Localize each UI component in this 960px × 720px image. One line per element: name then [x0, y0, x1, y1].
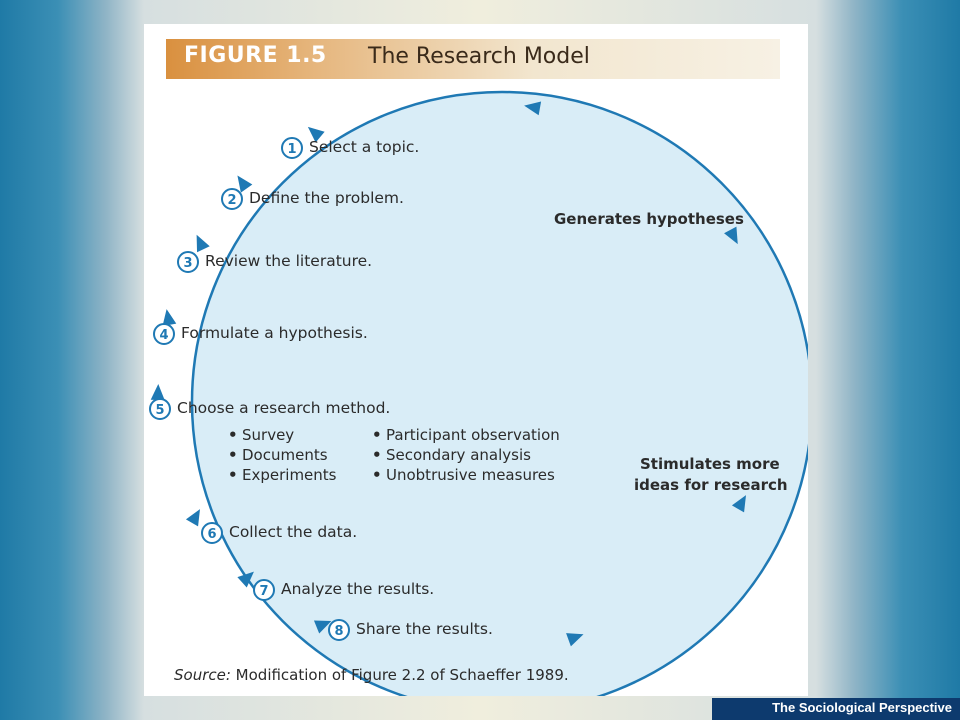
- bullet-icon: •: [228, 466, 238, 484]
- cycle-arrowhead-icon: [150, 384, 165, 401]
- research-cycle-circle: [190, 90, 808, 696]
- footer-bar: The Sociological Perspective: [712, 698, 960, 720]
- step-7-number: 7: [259, 584, 268, 599]
- step-4-number-circle: [153, 323, 175, 345]
- figure-number: FIGURE 1.5: [184, 43, 327, 68]
- method-item: •Participant observation: [372, 426, 560, 444]
- step-2-number: 2: [227, 193, 236, 208]
- method-item: •Secondary analysis: [372, 446, 531, 464]
- cycle-arrowhead-icon: [237, 571, 254, 588]
- step-7-label: Analyze the results.: [281, 580, 435, 598]
- step-6-label: Collect the data.: [229, 523, 358, 541]
- cycle-arrowhead-icon: [313, 620, 332, 634]
- bullet-icon: •: [228, 426, 238, 444]
- figure-title: The Research Model: [368, 44, 590, 69]
- cycle-arrowhead-icon: [566, 633, 584, 647]
- cycle-arrowhead-icon: [185, 509, 200, 527]
- step-3-number-circle: [177, 251, 199, 273]
- stimulates-ideas-label-line2: ideas for research: [634, 476, 788, 494]
- step-4-number: 4: [159, 328, 168, 343]
- step-8-number-circle: [328, 619, 350, 641]
- bullet-icon: •: [372, 426, 382, 444]
- source-note: Source: Modification of Figure 2.2 of Sc…: [174, 666, 569, 684]
- research-cycle-diagram: 1 2 3 4 5 6 7 8: [149, 90, 808, 696]
- cycle-arrowhead-icon: [724, 226, 738, 245]
- cycle-arrowhead-icon: [731, 495, 746, 513]
- step-5-label: Choose a research method.: [177, 399, 391, 417]
- cycle-arrowhead-icon: [524, 101, 542, 116]
- step-1-number-circle: [281, 137, 303, 159]
- methods-left-list: •Survey •Documents •Experiments: [228, 425, 336, 485]
- step-3-label: Review the literature.: [205, 252, 373, 270]
- step-1-number: 1: [287, 142, 296, 157]
- step-6-number: 6: [207, 527, 216, 542]
- step-7-number-circle: [253, 579, 275, 601]
- step-number-circles: 1 2 3 4 5 6 7 8: [149, 137, 350, 641]
- step-6-number-circle: [201, 522, 223, 544]
- step-5-number-circle: [149, 398, 171, 420]
- step-8-label: Share the results.: [356, 620, 493, 638]
- step-4-label: Formulate a hypothesis.: [181, 324, 368, 342]
- step-1-label: Select a topic.: [309, 138, 420, 156]
- methods-right-list: •Participant observation •Secondary anal…: [372, 425, 560, 485]
- cycle-arrows: [150, 101, 746, 647]
- source-prefix: Source:: [174, 666, 231, 684]
- cycle-arrowhead-icon: [196, 234, 210, 253]
- method-item: •Unobtrusive measures: [372, 466, 555, 484]
- cycle-arrowhead-icon: [162, 309, 177, 327]
- figure-panel: FIGURE 1.5 The Research Model 1 2 3 4 5 6 7 8 S…: [144, 24, 808, 696]
- cycle-arrowhead-icon: [237, 175, 253, 193]
- step-3-number: 3: [183, 256, 192, 271]
- generates-hypotheses-label: Generates hypotheses: [554, 210, 744, 228]
- source-text: Modification of Figure 2.2 of Schaeffer …: [230, 666, 569, 684]
- footer-title: The Sociological Perspective: [772, 700, 952, 715]
- step-8-number: 8: [334, 624, 343, 639]
- method-item: •Documents: [228, 446, 328, 464]
- bullet-icon: •: [372, 446, 382, 464]
- bullet-icon: •: [372, 466, 382, 484]
- step-2-number-circle: [221, 188, 243, 210]
- method-item: •Survey: [228, 426, 295, 444]
- step-2-label: Define the problem.: [249, 189, 404, 207]
- method-item: •Experiments: [228, 466, 337, 484]
- bullet-icon: •: [228, 446, 238, 464]
- cycle-arrowhead-icon: [307, 126, 325, 143]
- step-5-number: 5: [155, 403, 164, 418]
- figure-header: FIGURE 1.5 The Research Model: [166, 39, 780, 79]
- stimulates-ideas-label-line1: Stimulates more: [640, 455, 780, 473]
